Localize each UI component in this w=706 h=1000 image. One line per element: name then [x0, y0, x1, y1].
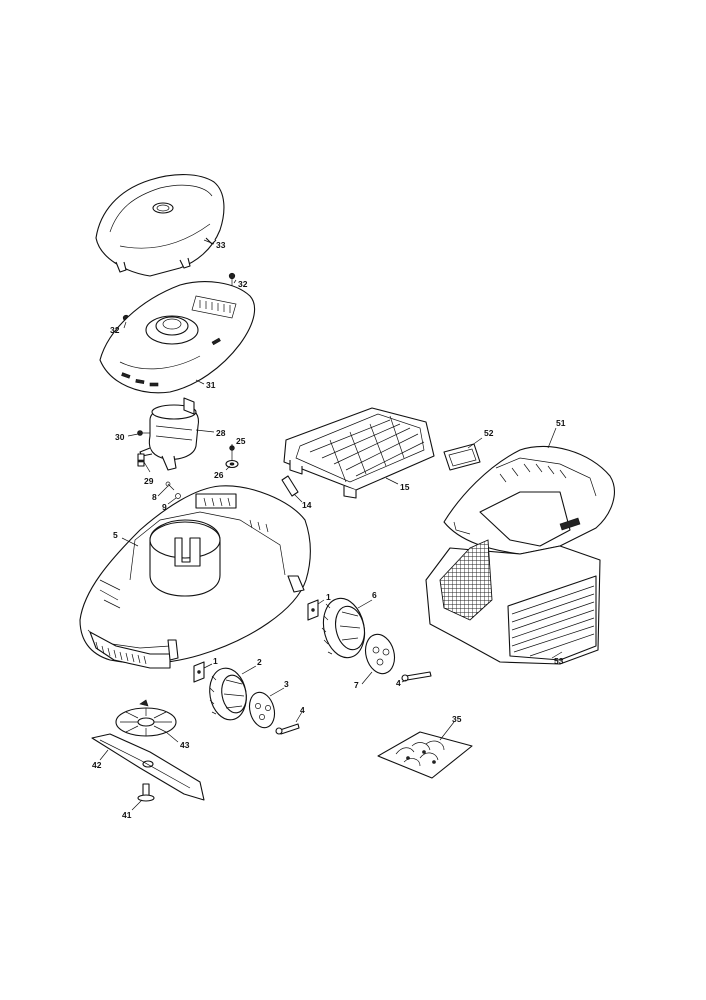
wheel-bracket-part [193, 661, 205, 683]
callout-31: 31 [206, 380, 216, 390]
callout-15: 15 [400, 482, 410, 492]
bolt-part [137, 430, 150, 436]
callout-52: 52 [484, 428, 494, 438]
axle-bolt-part [401, 671, 432, 682]
screw-part [228, 272, 236, 286]
blade-bolt-part [137, 783, 155, 802]
callout-9: 9 [162, 502, 167, 512]
pin-part [165, 481, 175, 491]
grass-box-lid-part [443, 445, 615, 555]
callout-41: 41 [122, 810, 132, 820]
callout-28: 28 [216, 428, 226, 438]
hubcap-part [248, 691, 276, 729]
front-wheel-part [209, 667, 247, 721]
callout-1: 1 [326, 592, 331, 602]
callout-4: 4 [300, 705, 305, 715]
washer-part [175, 493, 181, 499]
top-cover-part [95, 174, 225, 277]
leader-lines [99, 239, 563, 811]
callout-29: 29 [144, 476, 154, 486]
rear-wheel-part [321, 597, 366, 659]
callout-35: 35 [452, 714, 462, 724]
callout-32: 32 [238, 279, 248, 289]
grass-bag-part [425, 539, 601, 665]
callout-33: 33 [216, 240, 226, 250]
fan-adaptor-part [115, 699, 177, 737]
grass-guide-part [283, 407, 435, 499]
callout-2: 2 [257, 657, 262, 667]
hex-key-part [281, 475, 299, 497]
indicator-window-part [443, 443, 481, 471]
callout-7: 7 [354, 680, 359, 690]
hubcap-part [364, 633, 396, 675]
callout-4: 4 [396, 678, 401, 688]
callout-25: 25 [236, 436, 246, 446]
hardware-bag-part [377, 731, 473, 779]
cable-clip-part [137, 453, 145, 467]
axle-bolt-part [275, 723, 300, 735]
callout-5: 5 [113, 530, 118, 540]
callout-labels: 33 32 32 31 30 28 25 29 26 8 9 14 15 52 … [92, 240, 566, 820]
callout-8: 8 [152, 492, 157, 502]
motor-part [139, 397, 200, 471]
callout-14: 14 [302, 500, 312, 510]
callout-26: 26 [214, 470, 224, 480]
callout-30: 30 [115, 432, 125, 442]
mower-deck-part [79, 485, 311, 669]
callout-6: 6 [372, 590, 377, 600]
cable-grommet-part [225, 459, 239, 469]
wheel-bracket-part [307, 599, 319, 621]
callout-3: 3 [284, 679, 289, 689]
callout-42: 42 [92, 760, 102, 770]
callout-51: 51 [556, 418, 566, 428]
callout-1: 1 [213, 656, 218, 666]
callout-53: 53 [554, 656, 564, 666]
callout-43: 43 [180, 740, 190, 750]
blade-part [91, 733, 205, 801]
callout-32: 32 [110, 325, 120, 335]
motor-hood-part [99, 281, 256, 394]
